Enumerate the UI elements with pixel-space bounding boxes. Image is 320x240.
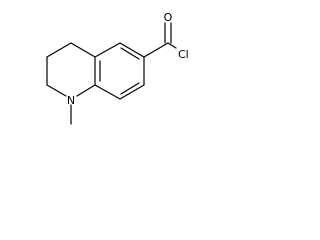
structure-canvas: N O Cl (0, 0, 188, 141)
ring-bond-n1-c8a (76, 84, 96, 97)
ring-bond-c2-n1 (46, 84, 67, 97)
oxygen-label: O (164, 11, 173, 24)
nitrogen-label: N (67, 94, 75, 107)
ring-bond-c4a-c4 (70, 42, 96, 58)
ring-bond-c5-c6 (119, 42, 145, 58)
ring-bond-c7-c8 (119, 84, 145, 100)
ring-bond-c8-c8a (94, 84, 121, 100)
ring-double-bond-c5-c6 (120, 47, 140, 60)
ring-double-bond-c7-c8 (120, 82, 140, 95)
ring-bond-c4-c3 (46, 42, 72, 58)
chlorine-label: Cl (178, 48, 188, 61)
molecule-diagram: N O Cl (46, 11, 188, 125)
ring-bond-c4a-c5 (94, 42, 121, 58)
bond-carbonyl-chlorine (167, 42, 177, 49)
bond-c6-carbonyl (143, 42, 169, 58)
